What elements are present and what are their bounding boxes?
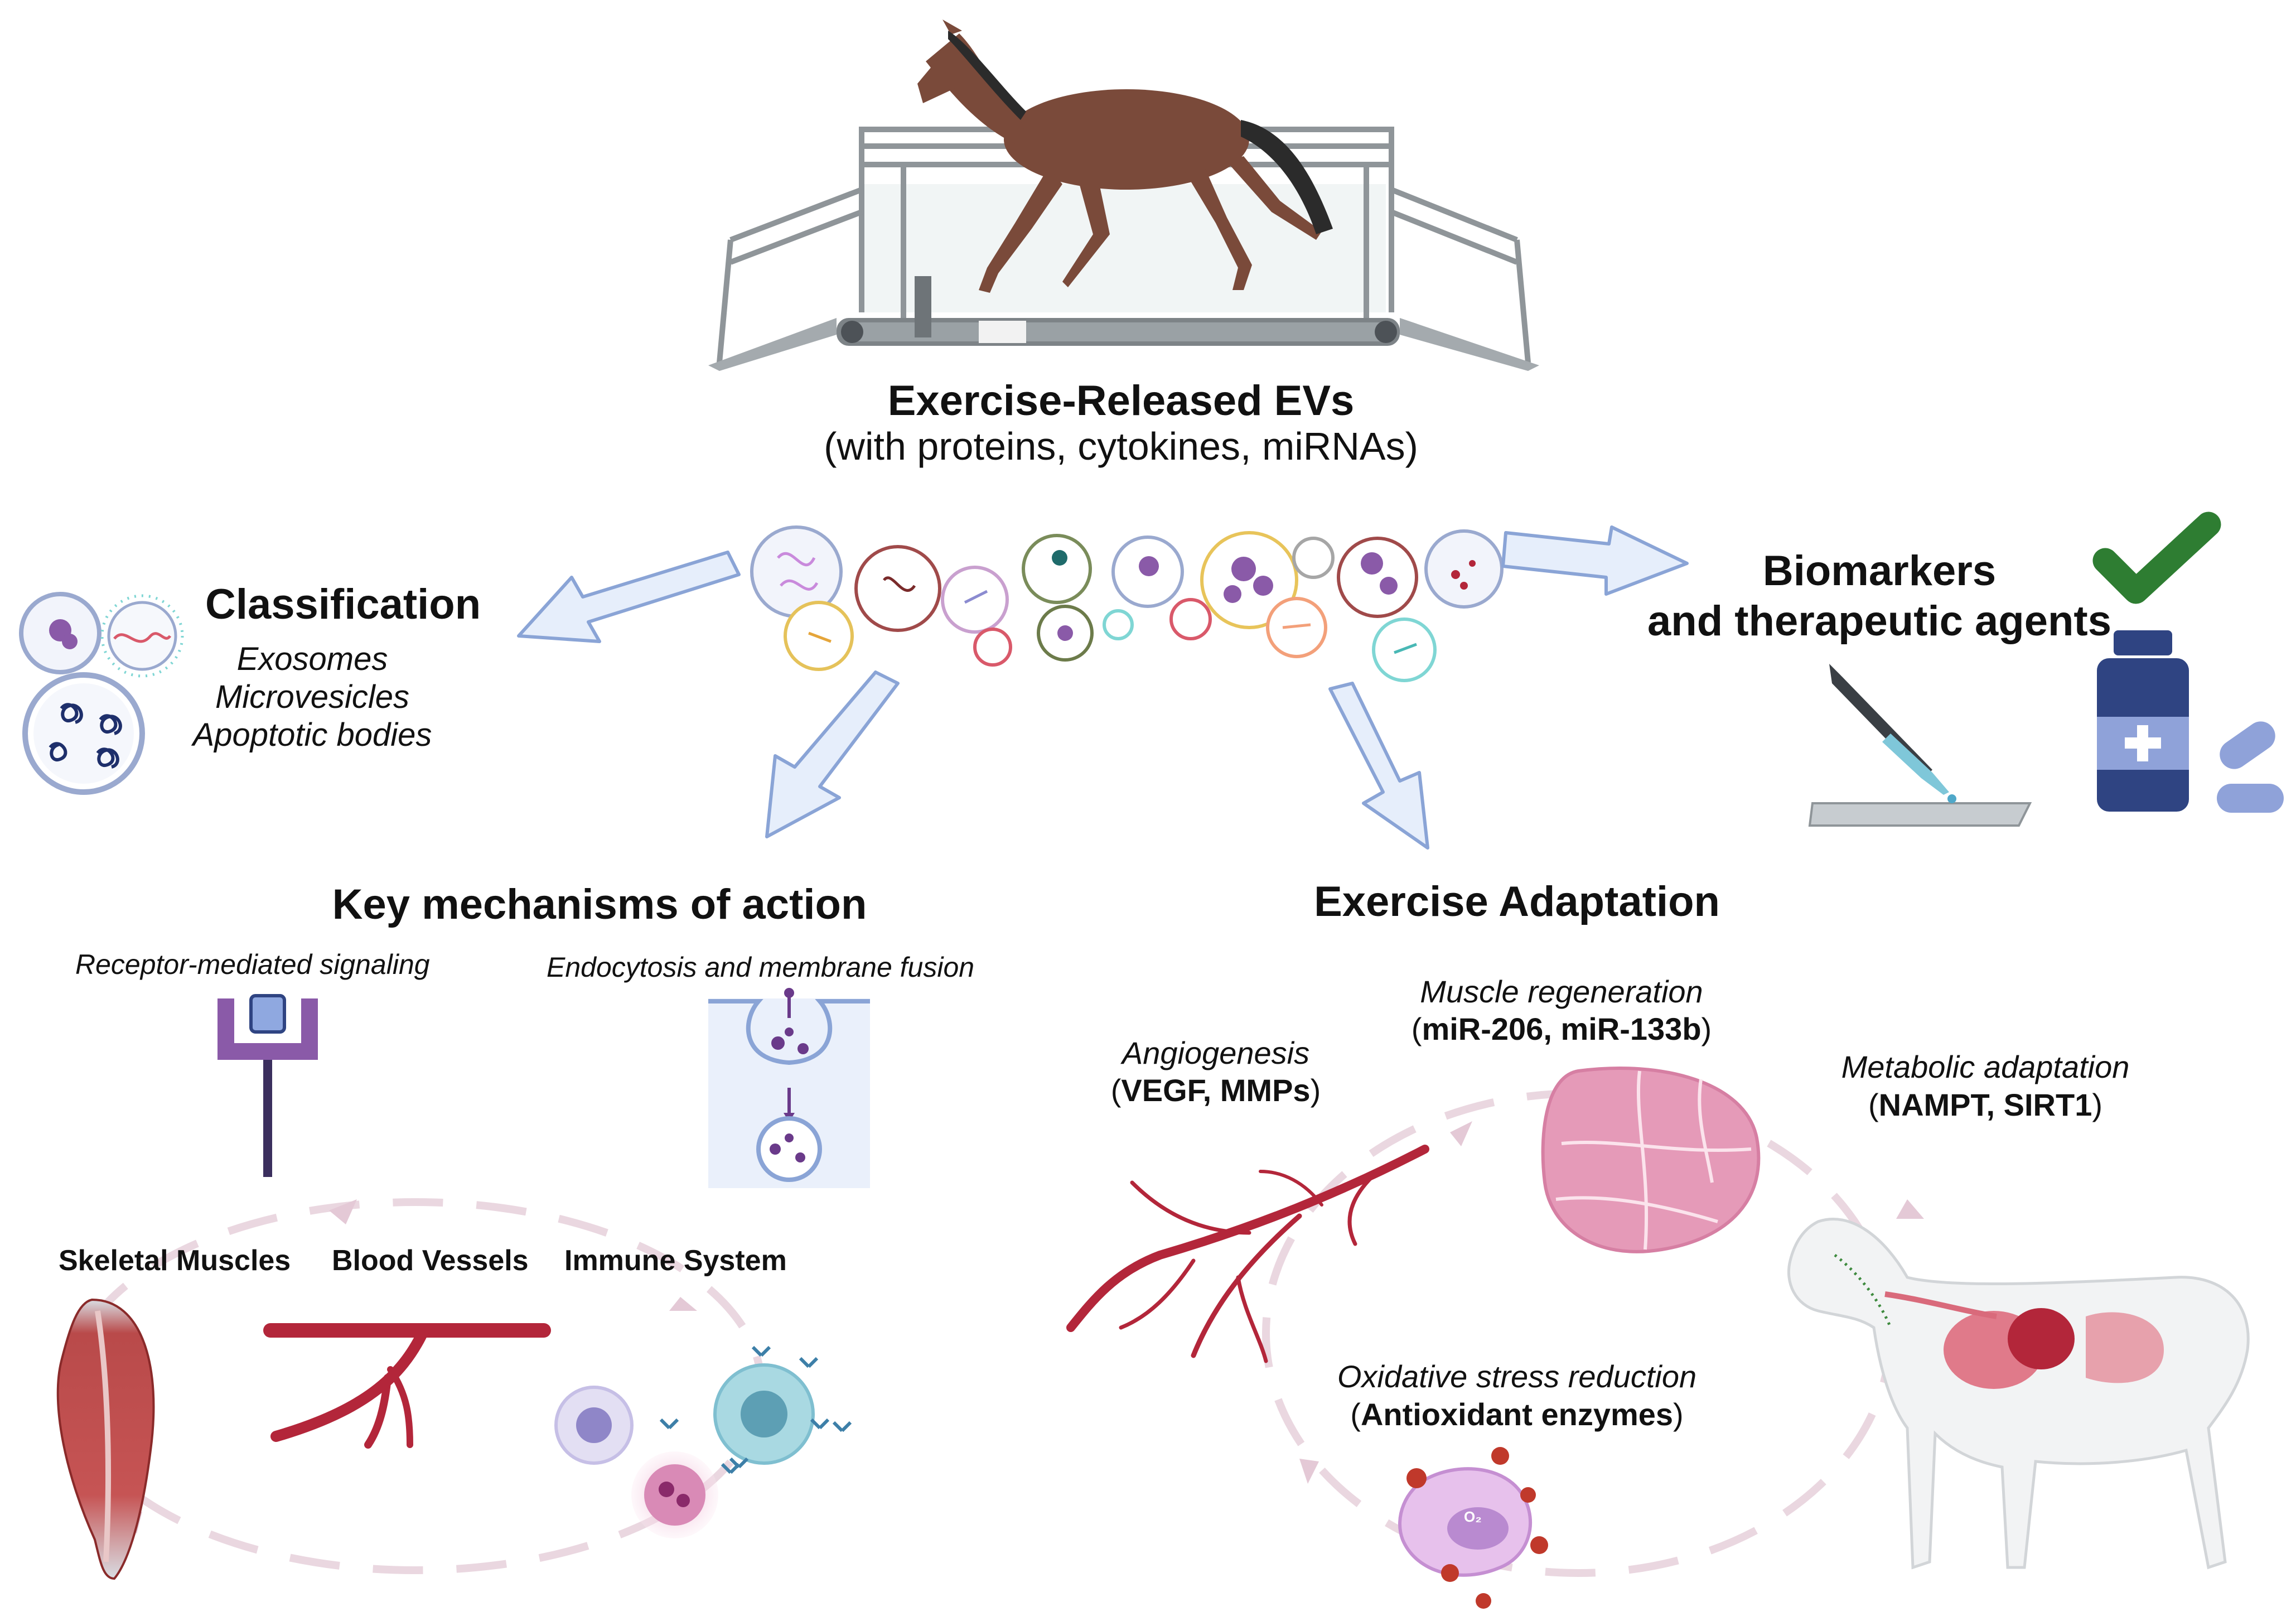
metabolic-label: Metabolic adaptation — [1841, 1049, 2130, 1084]
angiogenesis-markers: (VEGF, MMPs) — [1048, 1072, 1383, 1108]
blood-vessel-icon — [263, 1323, 551, 1449]
muscle-cross-section-icon — [1541, 1067, 1761, 1253]
angiogenesis-vessels-icon — [1066, 1145, 1429, 1363]
muscle-regeneration-label: Muscle regeneration — [1420, 974, 1703, 1009]
oxidative-stress-cell-icon: O₂ — [1398, 1447, 1548, 1609]
immune-cells-icon — [554, 1345, 852, 1538]
biomarkers-title-line2: and therapeutic agents — [1647, 597, 2111, 645]
o2-label: O₂ — [1464, 1508, 1482, 1525]
open-paren: ( — [1411, 1011, 1422, 1046]
pipette-slide-icon — [1808, 664, 2032, 827]
check-icon — [2092, 512, 2221, 604]
biomarkers-illustration — [1808, 512, 2284, 827]
oxidative-markers-text: Antioxidant enzymes — [1360, 1397, 1674, 1432]
muscle-regeneration-markers-text: miR-206, miR-133b — [1422, 1011, 1702, 1046]
oxidative-label: Oxidative stress reduction — [1337, 1359, 1697, 1394]
biomarkers-title-line1: Biomarkers — [1762, 547, 1997, 595]
flow-arrows — [517, 525, 1689, 850]
horse-anatomy-icon — [1787, 1218, 2250, 1570]
main-title: Exercise-Released EVs — [887, 377, 1355, 424]
metabolic-markers: (NAMPT, SIRT1) — [1790, 1087, 2181, 1123]
open-paren: ( — [1110, 1073, 1122, 1108]
classification-title: Classification — [205, 581, 481, 628]
capsule-icon — [2217, 721, 2284, 813]
endocytosis-label: Endocytosis and membrane fusion — [547, 952, 975, 983]
target-label: Blood Vessels — [332, 1244, 529, 1277]
angiogenesis-markers-text: VEGF, MMPs — [1121, 1073, 1311, 1108]
classification-item: Microvesicles — [215, 679, 410, 715]
classification-item: Exosomes — [236, 641, 388, 677]
open-paren: ( — [1868, 1087, 1879, 1122]
oxidative-markers: (Antioxidant enzymes) — [1294, 1396, 1740, 1432]
angiogenesis-label: Angiogenesis — [1122, 1035, 1310, 1070]
main-subtitle: (with proteins, cytokines, miRNAs) — [824, 424, 1418, 468]
close-paren: ) — [1310, 1073, 1321, 1108]
muscle-regeneration-markers: (miR-206, miR-133b) — [1366, 1011, 1757, 1047]
medicine-bottle-icon — [2097, 630, 2189, 812]
metabolic-markers-text: NAMPT, SIRT1 — [1878, 1087, 2092, 1122]
endocytosis-icon — [708, 988, 870, 1188]
ev-vesicle-cluster — [750, 525, 1504, 682]
target-label: Skeletal Muscles — [59, 1244, 291, 1277]
close-paren: ) — [1701, 1011, 1712, 1046]
mechanisms-title: Key mechanisms of action — [332, 881, 867, 928]
target-label: Immune System — [564, 1244, 787, 1277]
classification-vesicles-illustration — [19, 592, 184, 795]
close-paren: ) — [1673, 1397, 1684, 1432]
open-paren: ( — [1350, 1397, 1361, 1432]
receptor-icon — [217, 994, 318, 1177]
close-paren: ) — [2092, 1087, 2102, 1122]
treadmill-horse-illustration — [708, 20, 1539, 371]
classification-item: Apoptotic bodies — [192, 717, 432, 753]
receptor-label: Receptor-mediated signaling — [75, 949, 430, 980]
adaptation-title: Exercise Adaptation — [1314, 878, 1720, 925]
skeletal-muscle-icon — [56, 1298, 155, 1580]
